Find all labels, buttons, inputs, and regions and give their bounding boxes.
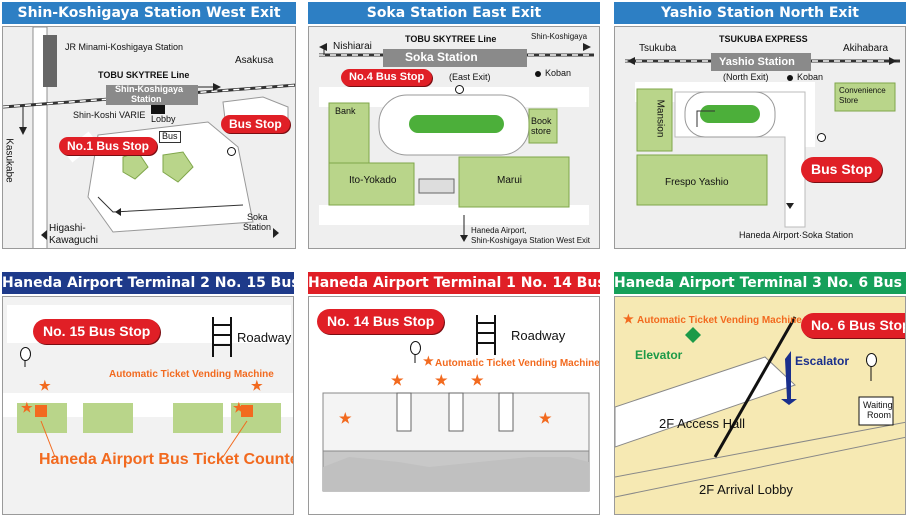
- tsukuba-label: Tsukuba: [639, 43, 677, 54]
- kasukabe-label: Kasukabe: [3, 138, 15, 183]
- vending-star-icon: ★: [623, 312, 634, 326]
- vending-star-icon: ★: [21, 400, 33, 415]
- higashi-label-line1: Higashi-: [49, 223, 86, 234]
- lobby-label: Lobby: [151, 114, 176, 124]
- map-soka: Nishiarai TOBU SKYTREE Line Shin-Koshiga…: [308, 26, 600, 249]
- map-terminal2: No. 15 Bus Stop Roadway Automatic Ticket…: [2, 296, 294, 515]
- map-drawing: [322, 315, 590, 492]
- tx-line-label: TSUKUBA EXPRESS: [719, 34, 808, 44]
- higashi-label-line2: Kawaguchi: [49, 235, 98, 246]
- map-shinkoshigaya: JR Minami-Koshigaya Station Asakusa TOBU…: [2, 26, 296, 249]
- map-drawing: [615, 316, 905, 498]
- panel-shinkoshigaya: Shin-Koshigaya Station West Exit JR Mina…: [2, 2, 296, 249]
- bank-label: Bank: [335, 106, 356, 116]
- roadway-label: Roadway: [511, 328, 566, 343]
- waiting-room-label-line1: Waiting: [863, 400, 893, 410]
- vending-star-icon: ★: [39, 378, 51, 393]
- bookstore-label-line1: Book: [531, 116, 552, 126]
- vending-star-icon: ★: [251, 378, 263, 393]
- vending-star-icon: ★: [339, 410, 352, 426]
- panel-title: Shin-Koshigaya Station West Exit: [2, 2, 296, 24]
- vending-star-icon: ★: [435, 372, 448, 388]
- panel-terminal3: Haneda Airport Terminal 3 No. 6 Bus Stop…: [614, 272, 906, 515]
- akihabara-label: Akihabara: [843, 43, 889, 54]
- panel-terminal2: Haneda Airport Terminal 2 No. 15 Bus Sto…: [2, 272, 294, 515]
- ticket-counter-label: Haneda Airport Bus Ticket Counter: [39, 451, 294, 468]
- soka-label-line1: Soka: [247, 212, 268, 222]
- tobu-line-label: TOBU SKYTREE Line: [405, 34, 497, 44]
- vending-label: Automatic Ticket Vending Machine: [109, 369, 274, 380]
- east-exit-label: (East Exit): [449, 72, 491, 82]
- bus-stop-icon: [227, 147, 236, 156]
- access-hall-label: 2F Access Hall: [659, 416, 745, 431]
- station-building: [106, 85, 198, 105]
- station-label-line2: Station: [131, 94, 162, 104]
- bus-label: Bus: [159, 131, 181, 143]
- map-yashio: Tsukuba TSUKUBA EXPRESS Akihabara Yashio…: [614, 26, 906, 249]
- panel-title: Yashio Station North Exit: [614, 2, 906, 24]
- panel-title: Haneda Airport Terminal 1 No. 14 Bus Sto…: [308, 272, 600, 294]
- vending-star-icon: ★: [423, 354, 434, 368]
- asakusa-label: Asakusa: [235, 55, 274, 66]
- panel-title: Soka Station East Exit: [308, 2, 600, 24]
- escalator-label: Escalator: [795, 354, 850, 368]
- map-terminal3: ★ Automatic Ticket Vending Machine No. 6…: [614, 296, 906, 515]
- bus-stop-pill[interactable]: Bus Stop: [801, 157, 883, 182]
- soka-label-line2: Station: [243, 222, 272, 232]
- station-label: Yashio Station: [719, 56, 795, 68]
- shin-koshigaya-label: Shin-Koshigaya: [531, 32, 588, 41]
- frespo-label: Frespo Yashio: [665, 177, 729, 188]
- conv-label-line1: Convenience: [839, 86, 886, 95]
- panel-yashio: Yashio Station North Exit Tsukuba TSUKUB…: [614, 2, 906, 249]
- vending-label: Automatic Ticket Vending Machine: [435, 358, 600, 369]
- bus-stop-icon: [455, 85, 464, 94]
- tobu-line-label: TOBU SKYTREE Line: [98, 70, 190, 80]
- vending-label: Automatic Ticket Vending Machine: [637, 315, 802, 326]
- no4-bus-stop-pill[interactable]: No.4 Bus Stop: [341, 69, 433, 87]
- map-terminal1: No. 14 Bus Stop Roadway ★ Automatic Tick…: [308, 296, 600, 515]
- haneda-label-line1: Haneda Airport,: [471, 226, 527, 235]
- panel-title: Haneda Airport Terminal 2 No. 15 Bus Sto…: [2, 272, 294, 294]
- panel-terminal1: Haneda Airport Terminal 1 No. 14 Bus Sto…: [308, 272, 600, 515]
- vending-star-icon: ★: [233, 400, 245, 415]
- jr-station-label: JR Minami-Koshigaya Station: [65, 42, 184, 52]
- north-exit-label: (North Exit): [723, 72, 769, 82]
- station-building: [711, 53, 811, 71]
- roadway-label: Roadway: [237, 330, 292, 345]
- bus-stop-icon: [866, 353, 877, 367]
- arrival-lobby-label: 2F Arrival Lobby: [699, 482, 793, 497]
- map-drawing: [625, 57, 900, 228]
- ito-yokado-label: Ito-Yokado: [349, 175, 397, 186]
- station-label-line1: Shin-Koshigaya: [115, 84, 184, 94]
- nishiarai-label: Nishiarai: [333, 41, 372, 52]
- vending-star-icon: ★: [391, 372, 404, 388]
- station-building: [383, 49, 527, 67]
- vending-star-icon: ★: [539, 410, 552, 426]
- conv-label-line2: Store: [839, 96, 859, 105]
- station-label: Soka Station: [405, 50, 478, 64]
- no6-bus-stop-pill[interactable]: No. 6 Bus Stop: [801, 313, 905, 338]
- koban-icon: [535, 71, 541, 77]
- koban-icon: [787, 75, 793, 81]
- no14-bus-stop-pill[interactable]: No. 14 Bus Stop: [317, 309, 445, 334]
- bookstore-label-line2: store: [531, 126, 552, 136]
- elevator-label: Elevator: [635, 348, 683, 362]
- haneda-label: Haneda Airport·Soka Station: [739, 230, 854, 240]
- no15-bus-stop-pill[interactable]: No. 15 Bus Stop: [33, 319, 161, 344]
- bus-stop-icon: [410, 341, 421, 355]
- mansion-label: Mansion: [654, 99, 666, 138]
- haneda-label-line2: Shin-Koshigaya Station West Exit: [471, 236, 591, 245]
- bus-stop-icon: [817, 133, 826, 142]
- panel-title: Haneda Airport Terminal 3 No. 6 Bus Stop: [614, 272, 906, 294]
- bus-stop-icon: [20, 347, 31, 361]
- marui-label: Marui: [497, 175, 523, 186]
- bus-stop-pill[interactable]: Bus Stop: [221, 115, 290, 134]
- varie-label: Shin-Koshi VARIE: [73, 110, 146, 120]
- koban-label: Koban: [545, 68, 572, 78]
- no1-bus-stop-pill[interactable]: No.1 Bus Stop: [59, 137, 158, 156]
- waiting-room-label-line2: Room: [867, 410, 892, 420]
- panel-soka: Soka Station East Exit Nishiarai TOBU SK…: [308, 2, 600, 249]
- koban-label: Koban: [797, 72, 824, 82]
- vending-star-icon: ★: [471, 372, 484, 388]
